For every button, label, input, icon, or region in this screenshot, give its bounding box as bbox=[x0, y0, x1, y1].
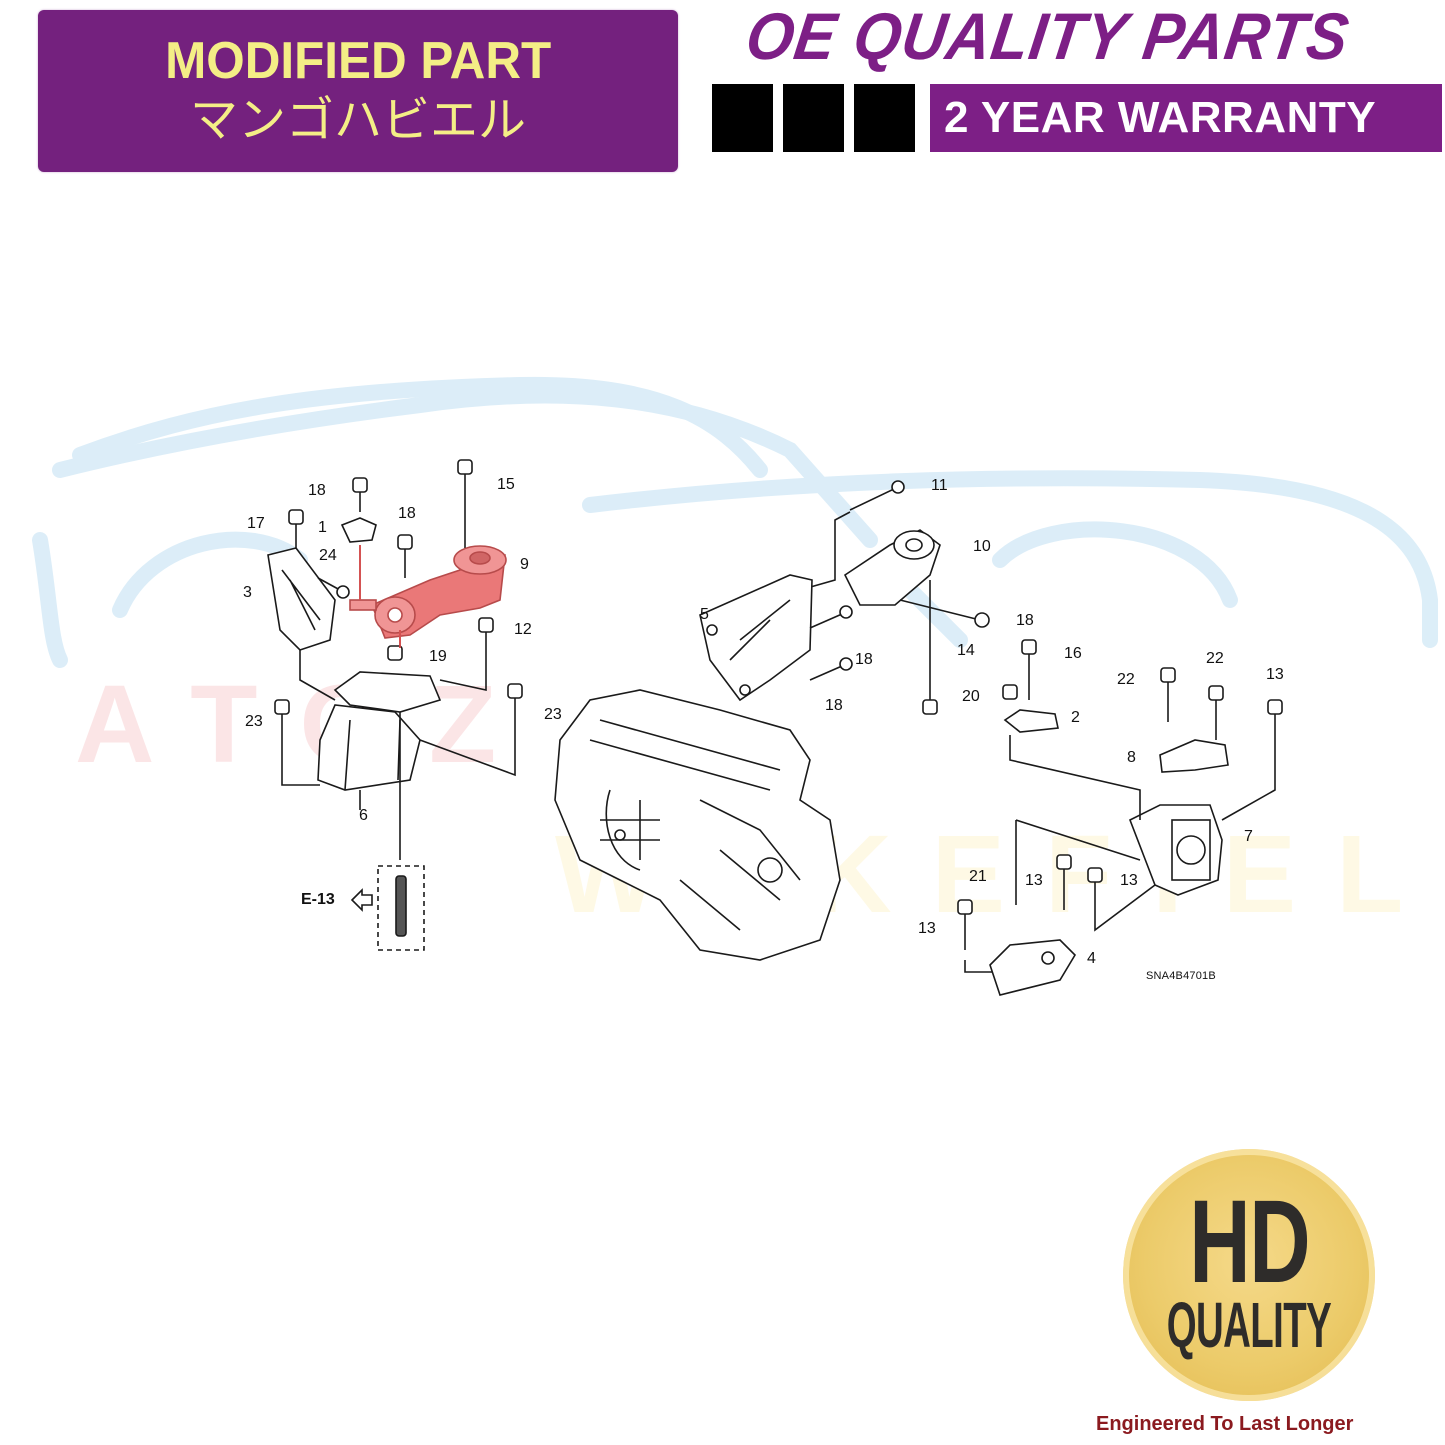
diagram-drawing bbox=[32, 376, 1438, 996]
hd-quality-badge: HD QUALITY bbox=[1123, 1149, 1375, 1401]
callout-13: 13 bbox=[1025, 872, 1043, 889]
callout-11: 11 bbox=[931, 477, 948, 494]
warranty-banner: 2 YEAR WARRANTY bbox=[930, 84, 1442, 152]
callout-3: 3 bbox=[243, 584, 252, 601]
callout-20: 20 bbox=[962, 688, 980, 705]
callout-18: 18 bbox=[398, 505, 416, 522]
callout-6: 6 bbox=[359, 807, 368, 824]
callout-18: 18 bbox=[855, 651, 873, 668]
callout-8: 8 bbox=[1127, 749, 1136, 766]
callout-15: 15 bbox=[497, 476, 515, 493]
modified-part-title: MODIFIED PART bbox=[164, 32, 552, 90]
callout-17: 17 bbox=[247, 515, 265, 532]
modified-part-japanese: マンゴハビエル bbox=[189, 92, 526, 148]
callout-24: 24 bbox=[319, 547, 337, 564]
highlighted-torque-rod bbox=[349, 545, 507, 648]
callout-18: 18 bbox=[825, 697, 843, 714]
tagline: Engineered To Last Longer bbox=[1096, 1413, 1354, 1435]
callout-23: 23 bbox=[245, 713, 263, 730]
callout-22: 22 bbox=[1117, 671, 1135, 688]
callout-22: 22 bbox=[1206, 650, 1224, 667]
callout-19: 19 bbox=[429, 648, 447, 665]
callout-18: 18 bbox=[1016, 612, 1034, 629]
callout-9: 9 bbox=[520, 556, 529, 573]
callout-10: 10 bbox=[973, 538, 991, 555]
callout-18: 18 bbox=[308, 482, 326, 499]
badge-quality-text: QUALITY bbox=[1166, 1289, 1332, 1361]
callout-12: 12 bbox=[514, 621, 532, 638]
badge-hd-text: HD bbox=[1189, 1176, 1310, 1308]
engine-mount-exploded-diagram: 18 15 17 1 18 24 9 3 12 19 23 23 6 E-13 … bbox=[0, 360, 1445, 1040]
callout-7: 7 bbox=[1244, 828, 1253, 845]
callout-1: 1 bbox=[318, 519, 327, 536]
black-square bbox=[854, 84, 915, 152]
callout-23: 23 bbox=[544, 706, 562, 723]
oe-quality-title: OE QUALITY PARTS bbox=[741, 0, 1354, 73]
black-square bbox=[783, 84, 844, 152]
reference-e13: E-13 bbox=[301, 891, 335, 908]
decorative-squares bbox=[712, 84, 915, 152]
diagram-code: SNA4B4701B bbox=[1146, 970, 1216, 982]
callout-14: 14 bbox=[957, 642, 975, 659]
callout-13: 13 bbox=[1266, 666, 1284, 683]
callout-16: 16 bbox=[1064, 645, 1082, 662]
black-square bbox=[712, 84, 773, 152]
callout-2: 2 bbox=[1071, 709, 1080, 726]
callout-5: 5 bbox=[700, 606, 709, 623]
callout-4: 4 bbox=[1087, 950, 1096, 967]
callout-21: 21 bbox=[969, 868, 987, 885]
callout-13: 13 bbox=[1120, 872, 1138, 889]
callout-13: 13 bbox=[918, 920, 936, 937]
modified-part-banner: MODIFIED PART マンゴハビエル bbox=[38, 10, 678, 172]
